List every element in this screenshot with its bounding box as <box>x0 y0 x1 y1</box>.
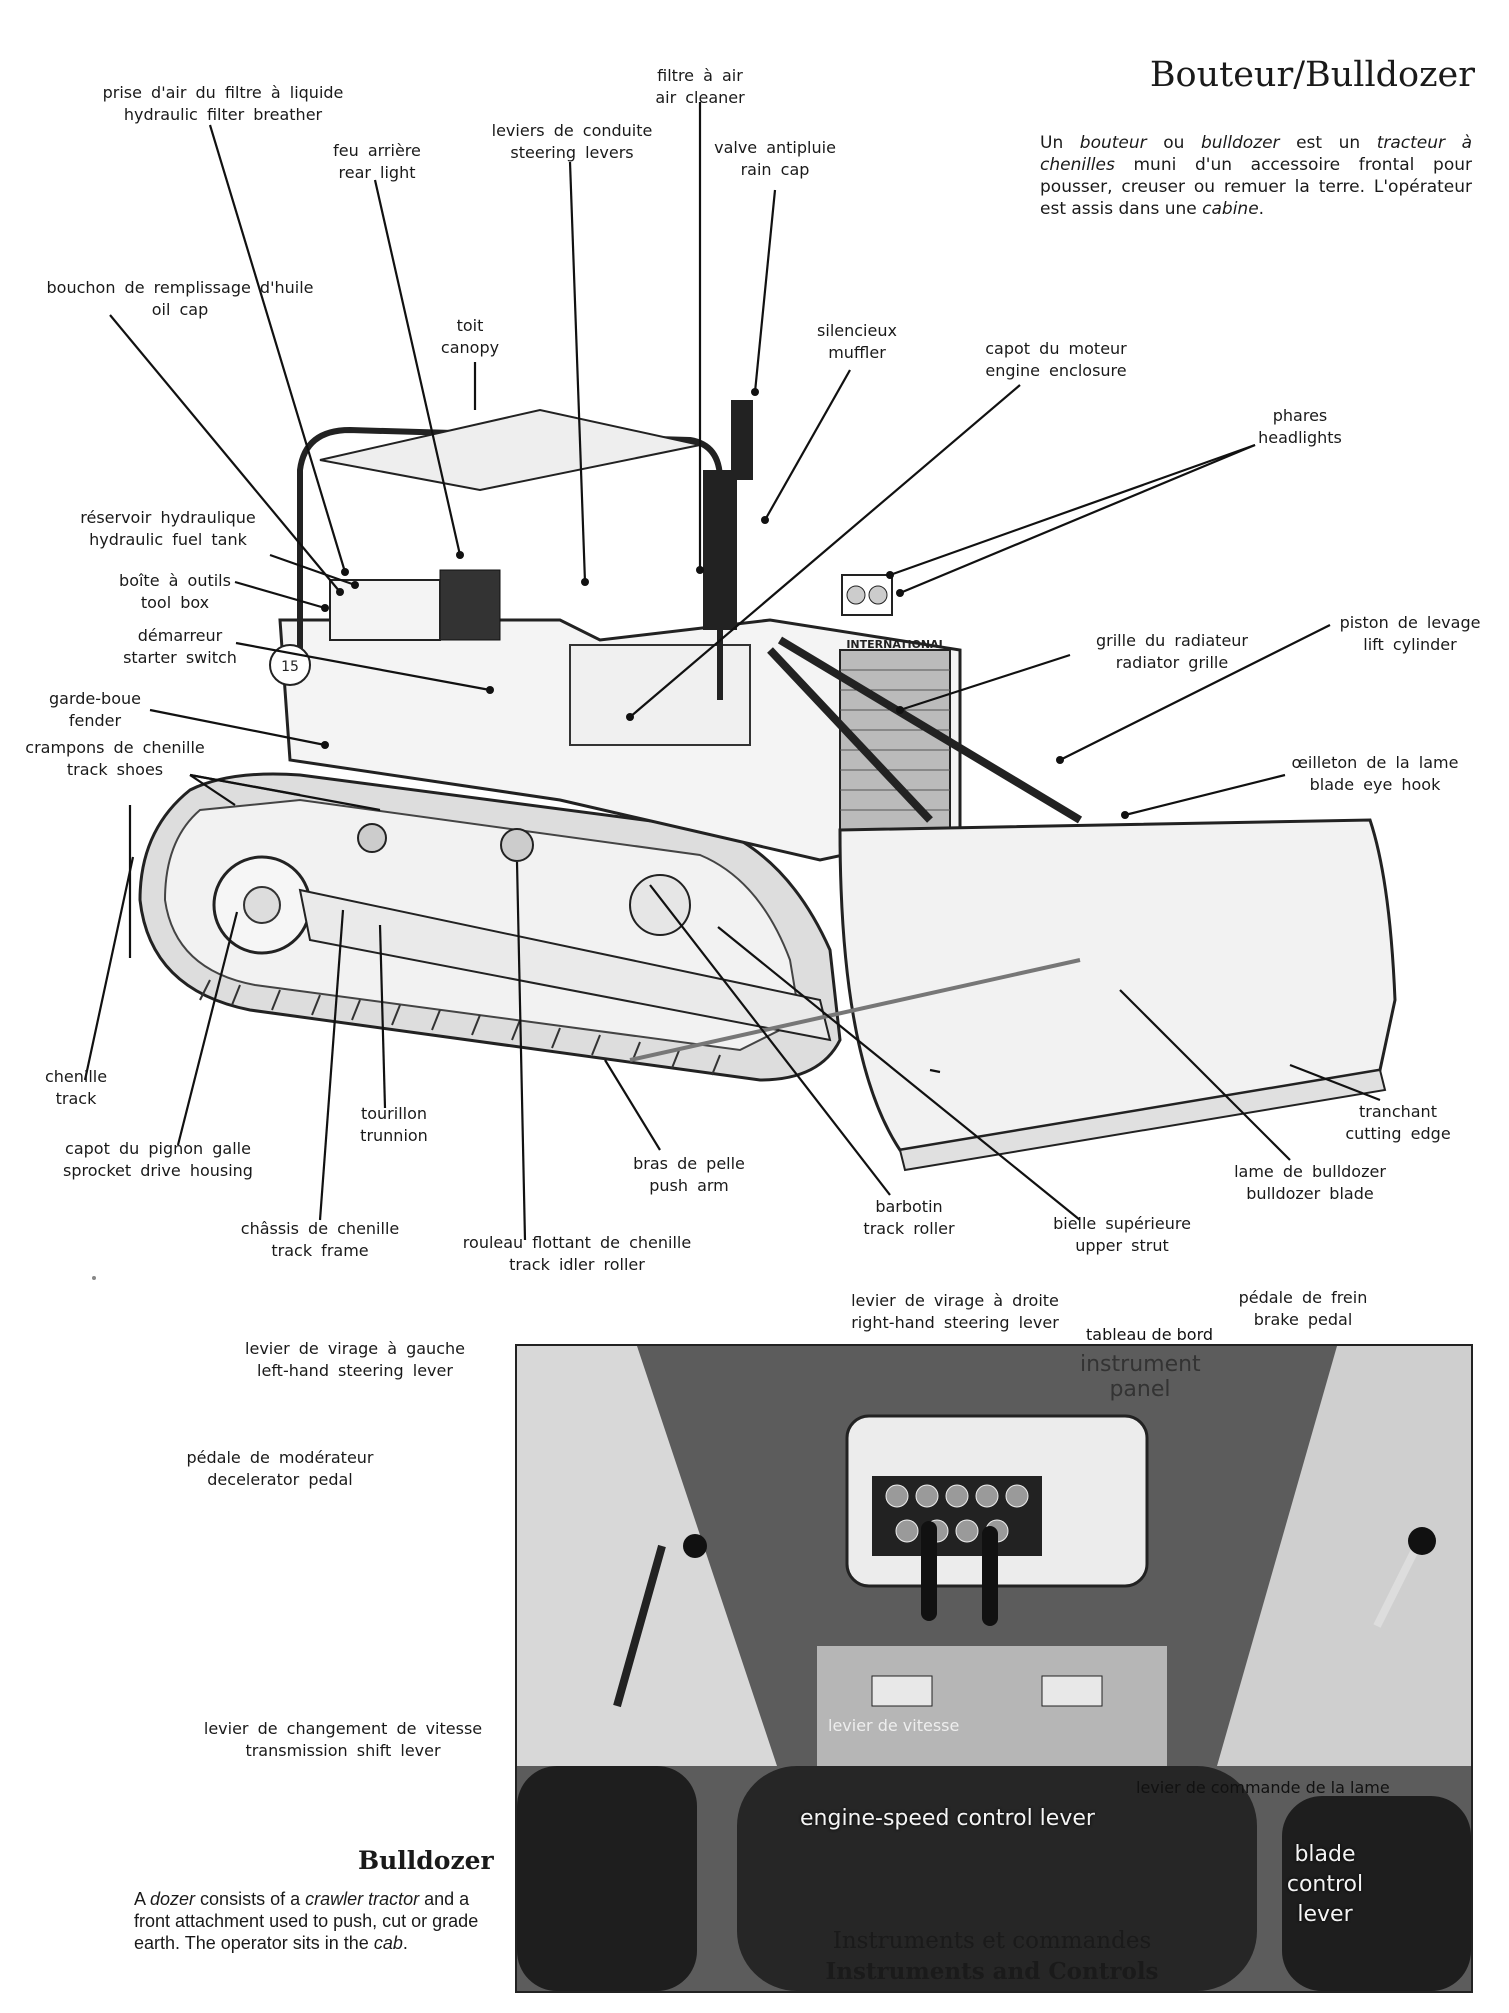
canopy-roof <box>319 408 701 492</box>
tool-box-shape <box>329 579 441 641</box>
seat-center <box>737 1766 1257 1991</box>
canopy-frame <box>297 426 723 700</box>
seat-shape <box>439 569 501 641</box>
rain-cap-shape <box>731 400 753 480</box>
seat-right <box>1282 1796 1471 1991</box>
photo-caption-fr: Instruments et commandes <box>832 1928 1152 1954</box>
speck <box>92 1276 96 1280</box>
label-instrument-panel-fr: tableau de bord <box>1086 1325 1214 1344</box>
decelerator-pedal-shape <box>871 1675 933 1707</box>
label-blade-control-fr: levier de commande de la lame <box>1136 1778 1390 1797</box>
push-arm-shape <box>298 888 832 1042</box>
intro-french: Un bouteur ou bulldozer est un tracteur … <box>1040 133 1472 219</box>
blade-control-lever-shape <box>1373 1544 1421 1628</box>
idler-roller-1 <box>357 823 387 853</box>
engine-speed-knob <box>683 1534 707 1558</box>
svg-text:15: 15 <box>281 659 299 675</box>
label-blade-control-en: blade control lever <box>1286 1842 1364 1927</box>
track-roller-wheel <box>629 874 691 936</box>
idler-roller-2 <box>500 828 534 862</box>
controls-photo <box>515 1344 1473 1993</box>
brand-text: INTERNATIONAL <box>846 638 945 651</box>
lift-cylinder-shape <box>777 636 1083 824</box>
label-engine-speed-fr: levier de vitesse <box>828 1716 960 1735</box>
page-title: Bouteur/Bulldozer <box>1149 55 1475 95</box>
label-engine-speed-en: engine-speed control lever <box>800 1806 1095 1831</box>
right-steering-lever-shape <box>982 1526 998 1626</box>
brake-pedal-shape <box>1041 1675 1103 1707</box>
seat-left <box>517 1766 697 1991</box>
intro-english: A dozer consists of a crawler tractor an… <box>134 1889 479 1953</box>
photo-caption-en: Instruments and Controls <box>825 1958 1159 1985</box>
left-steering-lever-shape <box>921 1521 937 1621</box>
english-heading: Bulldozer <box>358 1846 494 1875</box>
controls-photo-drawing <box>517 1346 1471 1991</box>
transmission-lever-shape <box>613 1544 666 1708</box>
label-instrument-panel-en: instrument panel <box>1080 1352 1201 1402</box>
muffler-shape <box>703 470 737 630</box>
